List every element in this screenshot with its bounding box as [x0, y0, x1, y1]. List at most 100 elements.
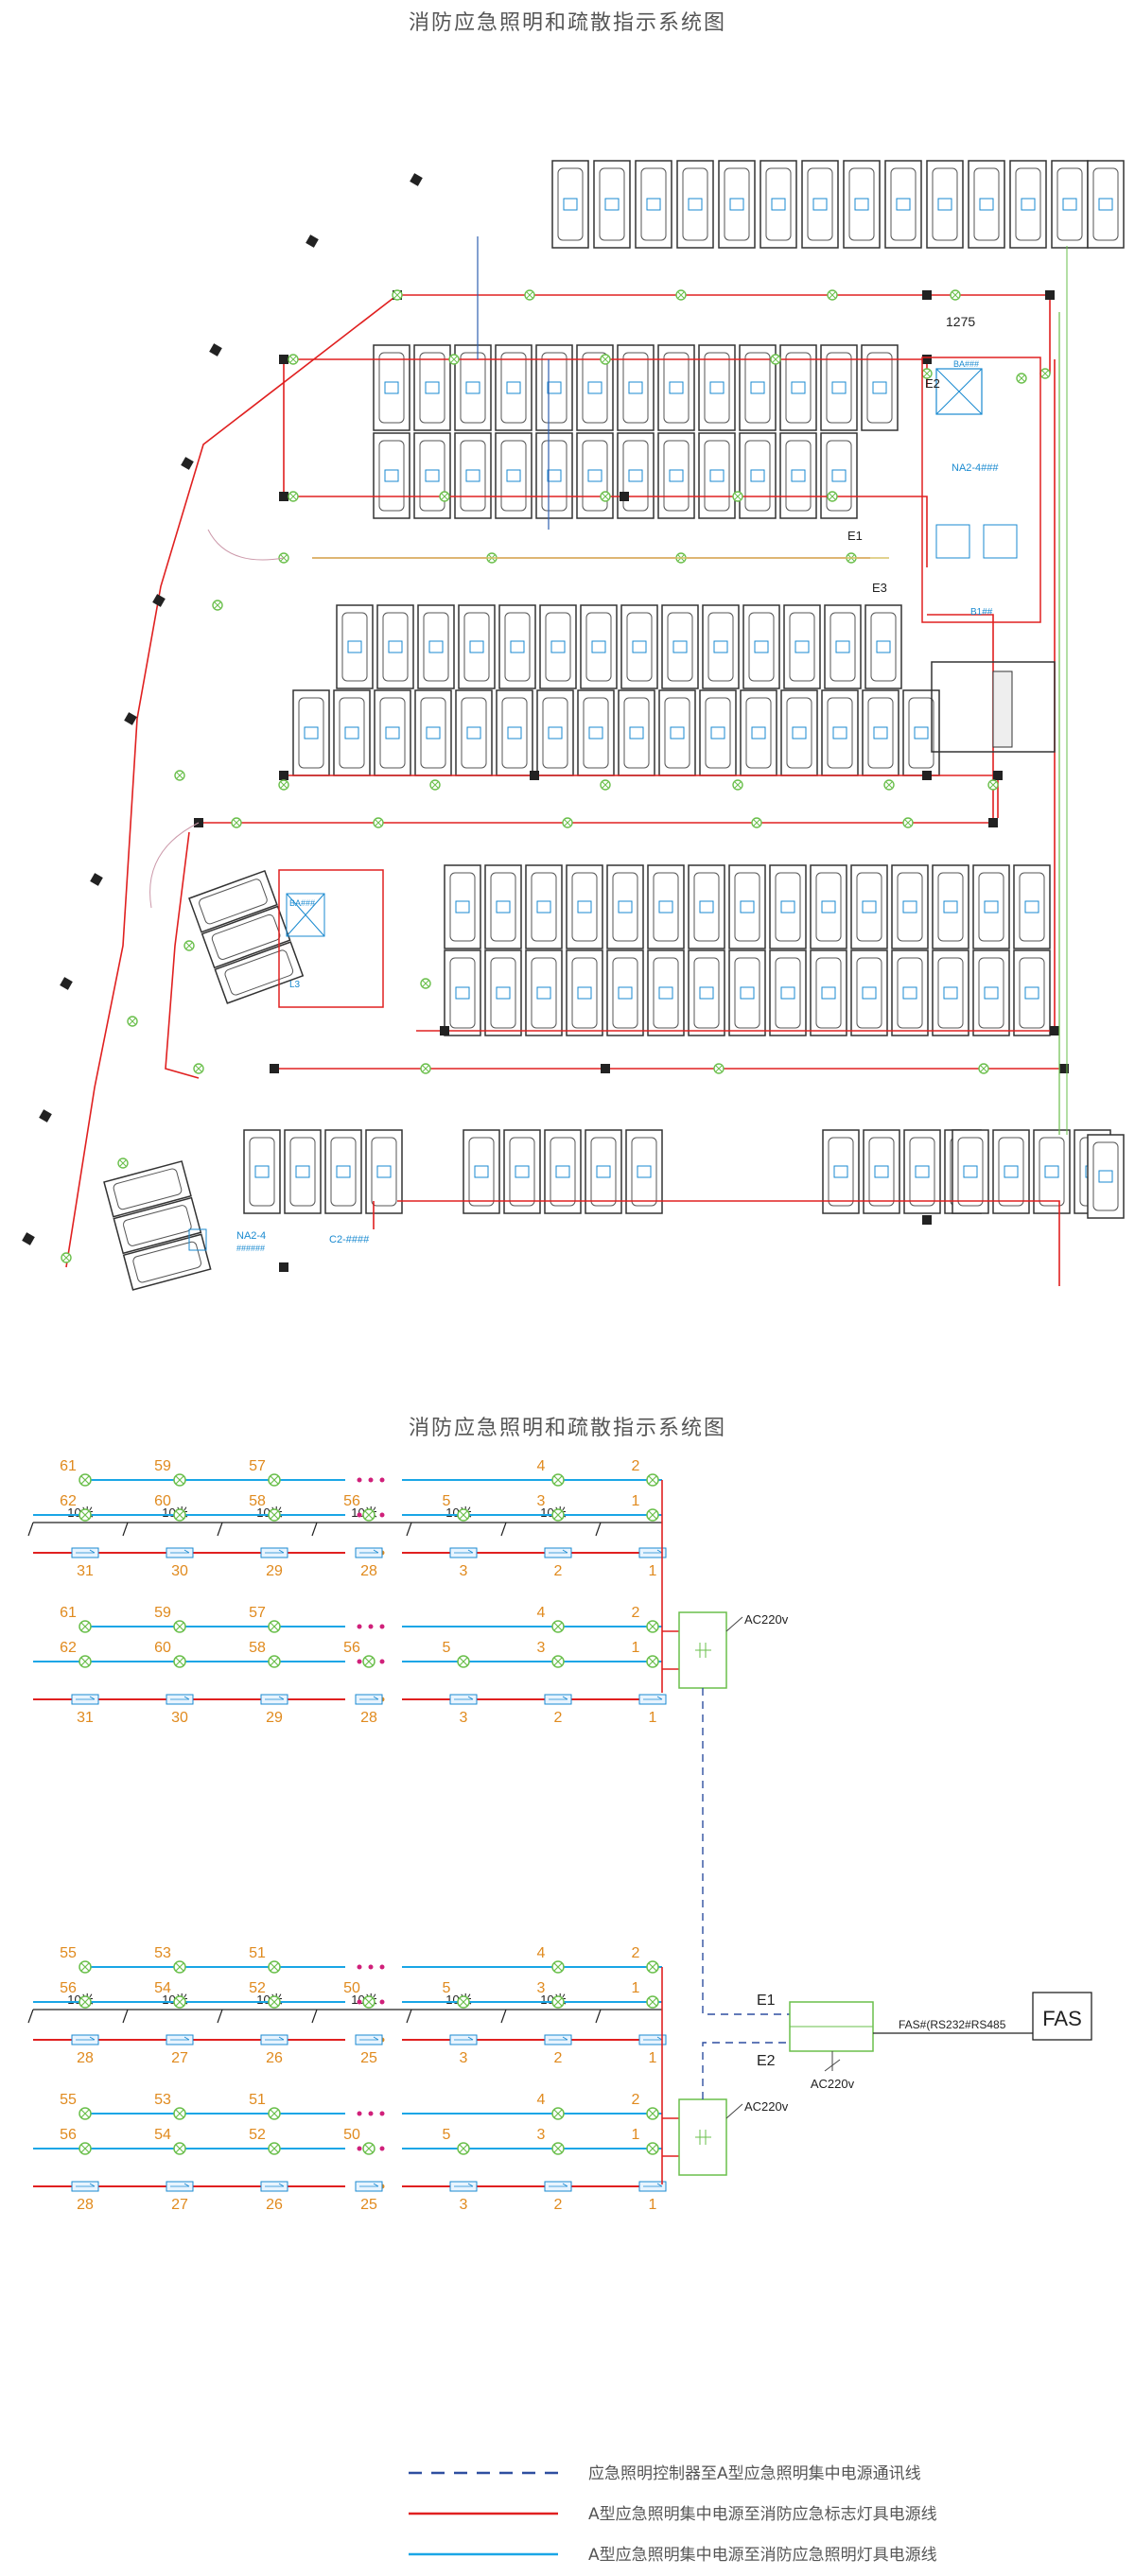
space-number-tag	[254, 1165, 270, 1178]
car-outline	[500, 352, 527, 424]
space-number-tag	[506, 381, 521, 394]
spacing-tick	[406, 2009, 412, 2024]
car-outline	[973, 167, 1000, 241]
column	[22, 1232, 35, 1245]
space-number-tag	[740, 986, 755, 1000]
space-number-tag	[465, 469, 480, 482]
sign-number: 3	[460, 1563, 468, 1579]
car-outline	[583, 697, 609, 769]
elevator-cross	[286, 893, 325, 937]
sign-arrow	[76, 1696, 96, 1700]
car-outline	[612, 957, 638, 1029]
light-cross	[270, 1657, 279, 1666]
fixture-cross	[1041, 370, 1049, 377]
car-outline	[550, 1137, 576, 1207]
car-outline	[622, 352, 649, 424]
fixture-cross	[734, 781, 742, 789]
fixture-cross	[280, 781, 288, 789]
space-number-tag	[862, 900, 877, 914]
space-number-tag	[1004, 1165, 1019, 1178]
car-outline	[378, 440, 405, 512]
space-number-tag	[515, 1165, 530, 1178]
space-number-tag	[376, 1165, 392, 1178]
sign-arrow	[549, 1696, 568, 1700]
lamp-number: 52	[249, 1980, 266, 1996]
spacing-tick	[217, 1522, 223, 1537]
legend-label: 应急照明控制器至A型应急照明集中电源通讯线	[588, 2464, 921, 2483]
space-number-tag	[384, 469, 399, 482]
light-cross	[553, 1997, 563, 2007]
light-cross	[459, 2144, 468, 2153]
sign-power-cable	[65, 294, 398, 1268]
label-na2-4-bottom: NA2-4	[236, 1230, 266, 1242]
car-outline	[682, 167, 708, 241]
spacing-tick	[122, 2009, 129, 2024]
car-outline	[856, 957, 882, 1029]
light-cross	[648, 1962, 657, 1972]
label-b1: B1##	[970, 607, 993, 618]
ellipsis-dot	[379, 1624, 385, 1629]
ellipsis-dot	[368, 1624, 374, 1629]
fixture-cross	[450, 356, 458, 363]
sign-number: 30	[171, 1710, 188, 1726]
space-number-tag	[821, 900, 836, 914]
fixture-cross	[422, 980, 429, 987]
elevator-cross	[935, 368, 983, 415]
sign-arrow	[549, 1549, 568, 1554]
space-number-tag	[548, 726, 563, 740]
sign-number: 3	[460, 2050, 468, 2066]
ellipsis-dot	[357, 2146, 362, 2151]
space-number-tag	[862, 986, 877, 1000]
car-outline	[541, 352, 568, 424]
car-outline	[957, 1137, 984, 1207]
shaft-hatch	[992, 670, 1013, 748]
light-cross	[648, 1997, 657, 2007]
space-number-tag	[385, 726, 400, 740]
car-outline	[1039, 1137, 1065, 1207]
space-number-tag	[550, 640, 566, 653]
space-number-tag	[780, 986, 795, 1000]
car-outline	[1092, 1141, 1119, 1211]
fixture-cross	[233, 819, 240, 827]
light-cross	[459, 1657, 468, 1666]
lamp-number: 59	[154, 1458, 171, 1474]
car-outline	[829, 612, 856, 682]
light-cross	[553, 1475, 563, 1485]
ellipsis-dot	[357, 1659, 362, 1664]
car-outline	[599, 167, 625, 241]
lamp-number: 4	[537, 1458, 546, 1474]
car-outline	[339, 697, 365, 769]
car-outline	[897, 957, 923, 1029]
parking-space	[214, 941, 305, 1004]
space-number-tag	[304, 726, 319, 740]
sign-number: 31	[77, 1563, 94, 1579]
car-outline	[734, 957, 760, 1029]
space-number-tag	[833, 1165, 848, 1178]
sign-number: 26	[266, 2197, 283, 2213]
space-number-tag	[336, 1165, 351, 1178]
space-number-tag	[854, 198, 869, 211]
car-outline	[582, 352, 608, 424]
lamp-number: 62	[60, 1493, 77, 1509]
lamp-number: 5	[443, 1640, 451, 1656]
sign-arrow	[265, 1696, 285, 1700]
lamp-number: 2	[632, 1605, 640, 1621]
light-cross	[459, 1510, 468, 1520]
sign-number: 1	[649, 1563, 657, 1579]
spacing-tick	[27, 1522, 34, 1537]
space-number-tag	[672, 640, 688, 653]
sign-number: 28	[77, 2197, 94, 2213]
space-number-tag	[587, 381, 602, 394]
fixture-cross	[989, 781, 997, 789]
lamp-number: 60	[154, 1640, 171, 1656]
space-number-tag	[455, 986, 470, 1000]
column	[279, 1262, 288, 1272]
car-outline	[582, 440, 608, 512]
ac-label: AC220v	[744, 2099, 789, 2114]
fixture-cross	[375, 819, 382, 827]
car-outline	[765, 167, 792, 241]
lamp-number: 53	[154, 2092, 171, 2108]
floor-plan	[22, 160, 1125, 1291]
fixture-cross	[904, 819, 912, 827]
